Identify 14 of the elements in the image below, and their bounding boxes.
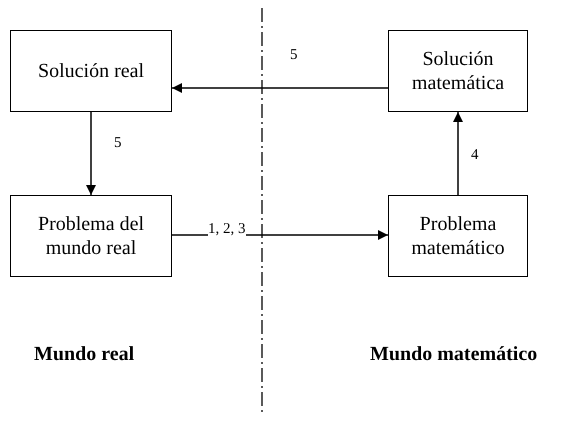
edge-label: 1, 2, 3	[208, 222, 246, 237]
process-box	[388, 195, 528, 277]
box-text: Solución real	[38, 59, 144, 83]
process-box	[10, 195, 172, 277]
arrow	[453, 112, 463, 195]
box-text: Problema del mundo real	[36, 212, 146, 260]
arrow	[86, 112, 96, 195]
region-label: Mundo real	[34, 343, 134, 366]
process-box	[10, 30, 172, 112]
arrow	[172, 83, 388, 93]
box-text: Problema matemático	[410, 212, 506, 260]
region-label: Mundo matemático	[370, 343, 538, 366]
box-text: Solución matemática	[410, 47, 506, 95]
process-box	[388, 30, 528, 112]
